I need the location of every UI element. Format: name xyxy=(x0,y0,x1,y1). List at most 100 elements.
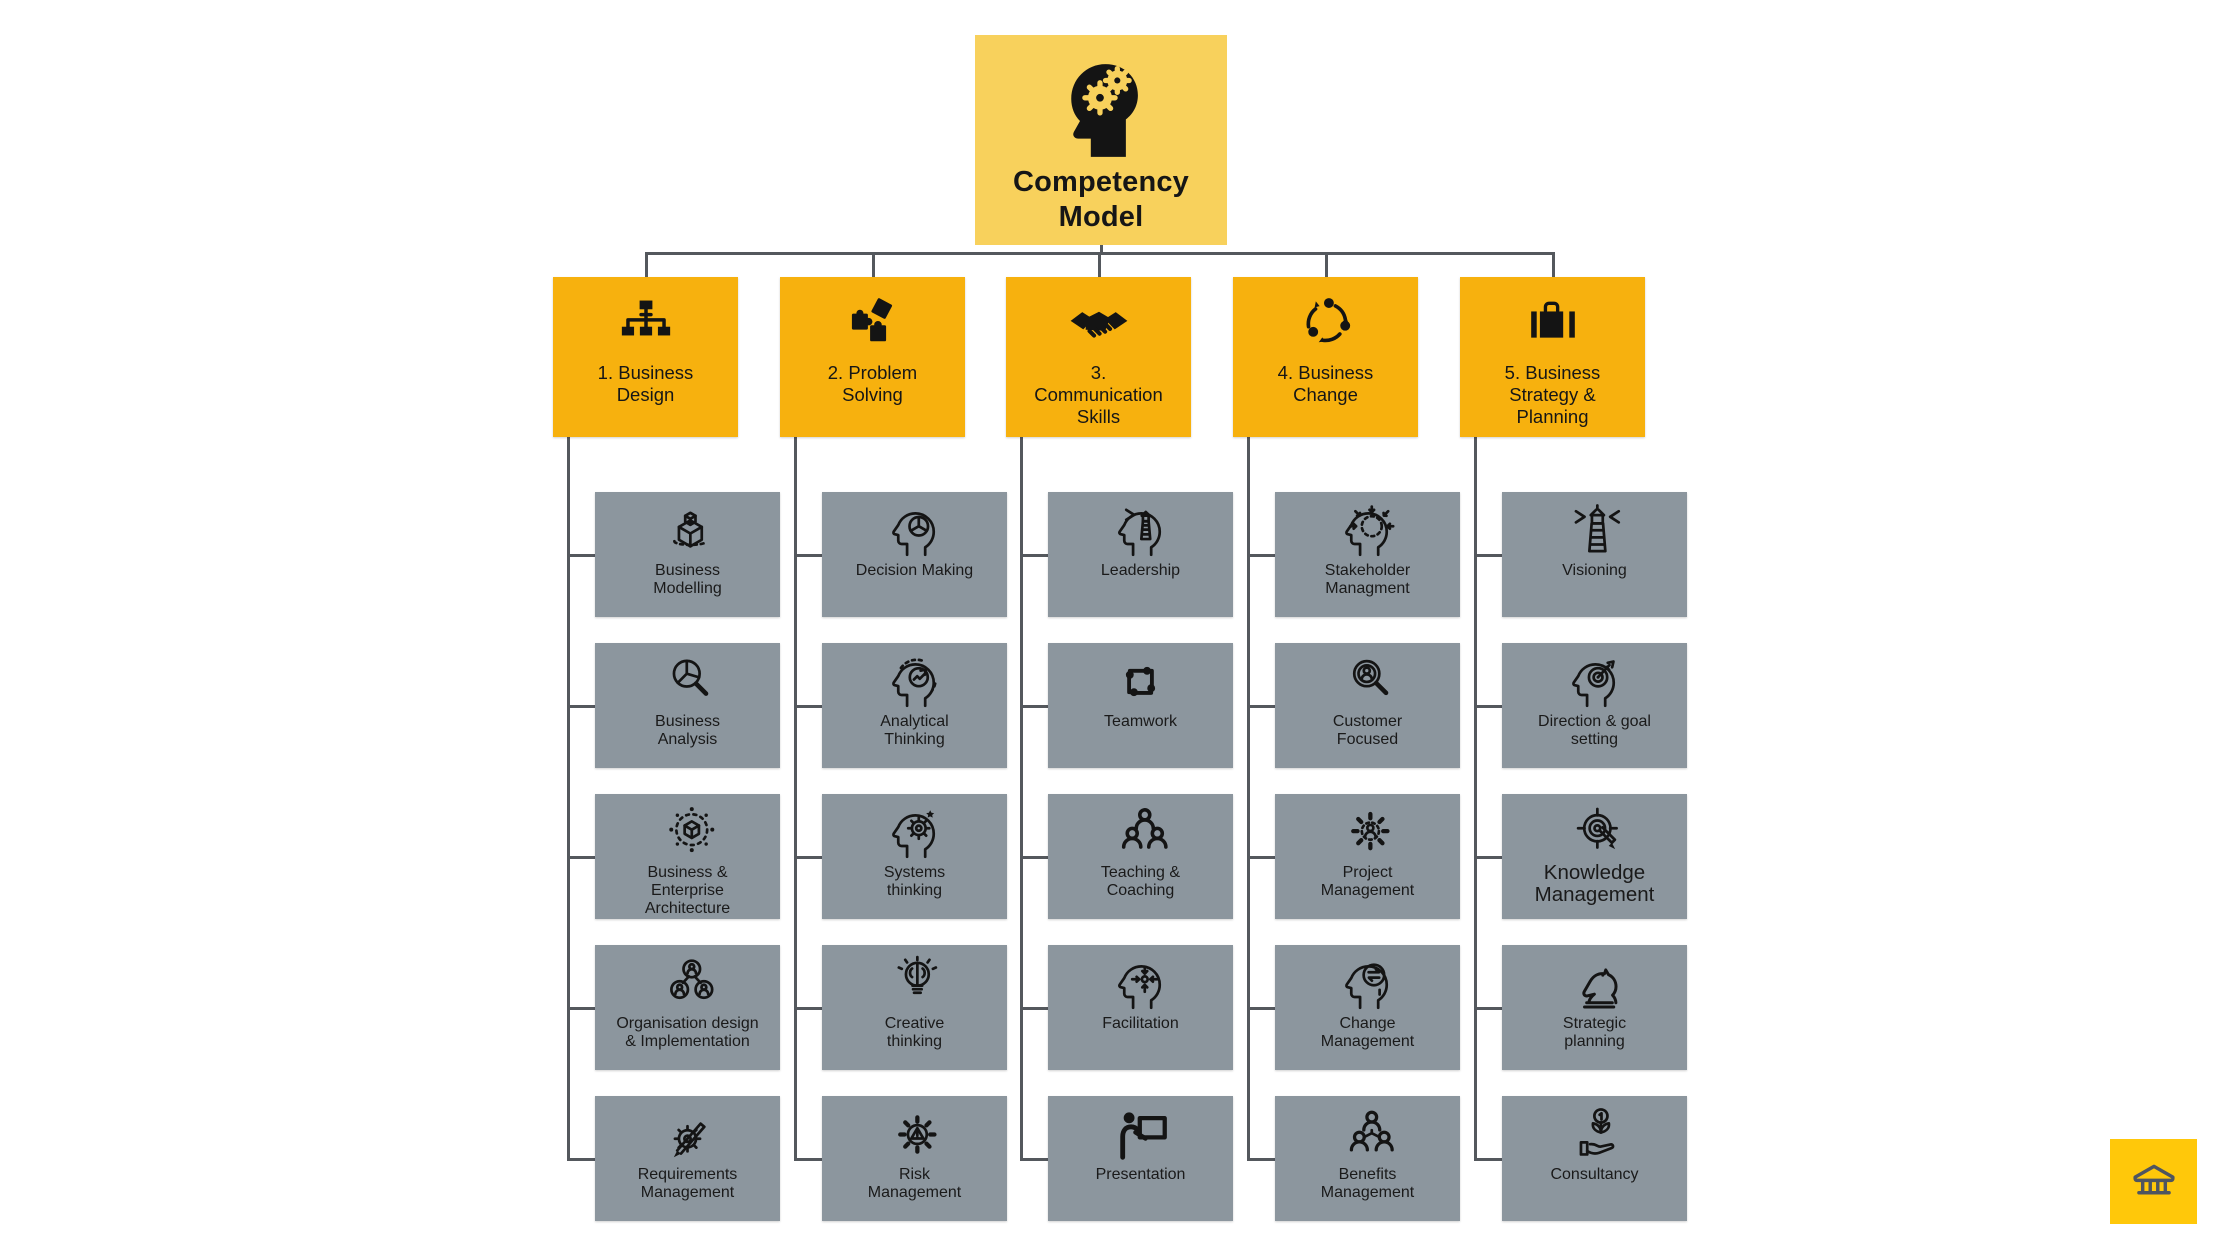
item-label: Systems thinking xyxy=(883,864,946,899)
connector-line xyxy=(568,1006,595,1010)
item-box: Business Analysis xyxy=(595,643,780,768)
item-label: Leadership xyxy=(1100,562,1181,579)
item-label: Knowledge Management xyxy=(1534,861,1655,906)
connector-line xyxy=(795,704,822,708)
item-box: Benefits Management xyxy=(1275,1096,1460,1221)
bulb-brain-icon xyxy=(886,954,943,1012)
item-box: Requirements Management xyxy=(595,1096,780,1221)
lighthouse-icon xyxy=(1566,501,1623,559)
item-label: Consultancy xyxy=(1550,1166,1639,1183)
people-link-icon xyxy=(1339,1105,1396,1163)
connector-line xyxy=(567,435,570,1161)
cube-orbit-icon xyxy=(659,803,716,861)
connector-line xyxy=(1248,704,1275,708)
category-box: 5. Business Strategy & Planning xyxy=(1460,277,1645,437)
connector-line xyxy=(644,252,648,279)
connector-line xyxy=(1021,704,1048,708)
item-box: Facilitation xyxy=(1048,945,1233,1070)
item-box: Teaching & Coaching xyxy=(1048,794,1233,919)
org-hierarchy-icon xyxy=(614,293,678,359)
item-label: Direction & goal setting xyxy=(1538,713,1651,748)
head-pie-icon xyxy=(886,501,943,559)
item-box: Leadership xyxy=(1048,492,1233,617)
connector-line xyxy=(795,855,822,859)
item-label: Project Management xyxy=(1320,864,1415,899)
item-label: Decision Making xyxy=(855,562,974,579)
item-box: Consultancy xyxy=(1502,1096,1687,1221)
item-box: Presentation xyxy=(1048,1096,1233,1221)
item-label: Visioning xyxy=(1562,562,1627,579)
connector-line xyxy=(1021,1006,1048,1010)
hands-square-icon xyxy=(1112,652,1169,710)
connector-line xyxy=(1021,553,1048,557)
item-box: Direction & goal setting xyxy=(1502,643,1687,768)
item-label: Benefits Management xyxy=(1320,1166,1415,1201)
item-label: Business Analysis xyxy=(655,713,720,748)
connector-line xyxy=(1247,435,1250,1161)
connector-line xyxy=(1475,855,1502,859)
item-label: Business Modelling xyxy=(653,562,722,597)
item-label: Requirements Management xyxy=(637,1166,738,1201)
head-exchange-icon xyxy=(1339,954,1396,1012)
chess-knight-icon xyxy=(1566,954,1623,1012)
category-label: 1. Business Design xyxy=(597,362,694,405)
category-label: 3. Communication Skills xyxy=(1034,362,1163,427)
root-node: Competency Model xyxy=(975,35,1227,245)
category-box: 2. Problem Solving xyxy=(780,277,965,437)
connector-line xyxy=(1021,1157,1048,1161)
head-graph-icon xyxy=(886,652,943,710)
connector-line xyxy=(1020,435,1023,1161)
category-label: 4. Business Change xyxy=(1277,362,1374,405)
connector-line xyxy=(568,1157,595,1161)
item-label: Change Management xyxy=(1320,1015,1415,1050)
connector-line xyxy=(1248,553,1275,557)
item-label: Stakeholder Managment xyxy=(1324,562,1411,597)
item-box: Systems thinking xyxy=(822,794,1007,919)
people-group-icon xyxy=(1112,803,1169,861)
bank-icon xyxy=(2126,1154,2182,1210)
gear-pencil-icon xyxy=(659,1105,716,1163)
item-box: Customer Focused xyxy=(1275,643,1460,768)
item-box: Business & Enterprise Architecture xyxy=(595,794,780,919)
connector-line xyxy=(1475,704,1502,708)
person-magnifier-icon xyxy=(1339,652,1396,710)
connector-line xyxy=(795,1157,822,1161)
connector-line xyxy=(1248,1157,1275,1161)
connector-line xyxy=(1100,245,1103,255)
gear-person-icon xyxy=(1339,803,1396,861)
connector-line xyxy=(794,435,797,1161)
connector-line xyxy=(795,553,822,557)
item-label: Organisation design & Implementation xyxy=(616,1015,759,1050)
briefcase-icon xyxy=(1521,293,1585,359)
item-box: Organisation design & Implementation xyxy=(595,945,780,1070)
item-box: Teamwork xyxy=(1048,643,1233,768)
presenter-board-icon xyxy=(1112,1105,1169,1163)
item-box: Visioning xyxy=(1502,492,1687,617)
head-converge-icon xyxy=(1112,954,1169,1012)
connector-line xyxy=(1551,252,1555,279)
item-box: Change Management xyxy=(1275,945,1460,1070)
category-box: 3. Communication Skills xyxy=(1006,277,1191,437)
connector-line xyxy=(1475,1157,1502,1161)
connector-line xyxy=(1475,1006,1502,1010)
item-box: Business Modelling xyxy=(595,492,780,617)
head-lighthouse-icon xyxy=(1112,501,1169,559)
cube-stack-icon xyxy=(659,501,716,559)
item-box: Stakeholder Managment xyxy=(1275,492,1460,617)
handshake-icon xyxy=(1067,293,1131,359)
connector-line xyxy=(568,553,595,557)
category-label: 5. Business Strategy & Planning xyxy=(1504,362,1601,427)
connector-line xyxy=(1248,1006,1275,1010)
cycle-arrows-icon xyxy=(1294,293,1358,359)
pie-magnifier-icon xyxy=(659,652,716,710)
item-label: Strategic planning xyxy=(1562,1015,1627,1050)
connector-line xyxy=(568,855,595,859)
connector-line xyxy=(568,704,595,708)
item-box: Project Management xyxy=(1275,794,1460,919)
item-label: Creative thinking xyxy=(884,1015,945,1050)
item-box: Analytical Thinking xyxy=(822,643,1007,768)
puzzle-icon xyxy=(841,293,905,359)
connector-line xyxy=(1097,252,1101,279)
item-label: Facilitation xyxy=(1102,1015,1179,1032)
